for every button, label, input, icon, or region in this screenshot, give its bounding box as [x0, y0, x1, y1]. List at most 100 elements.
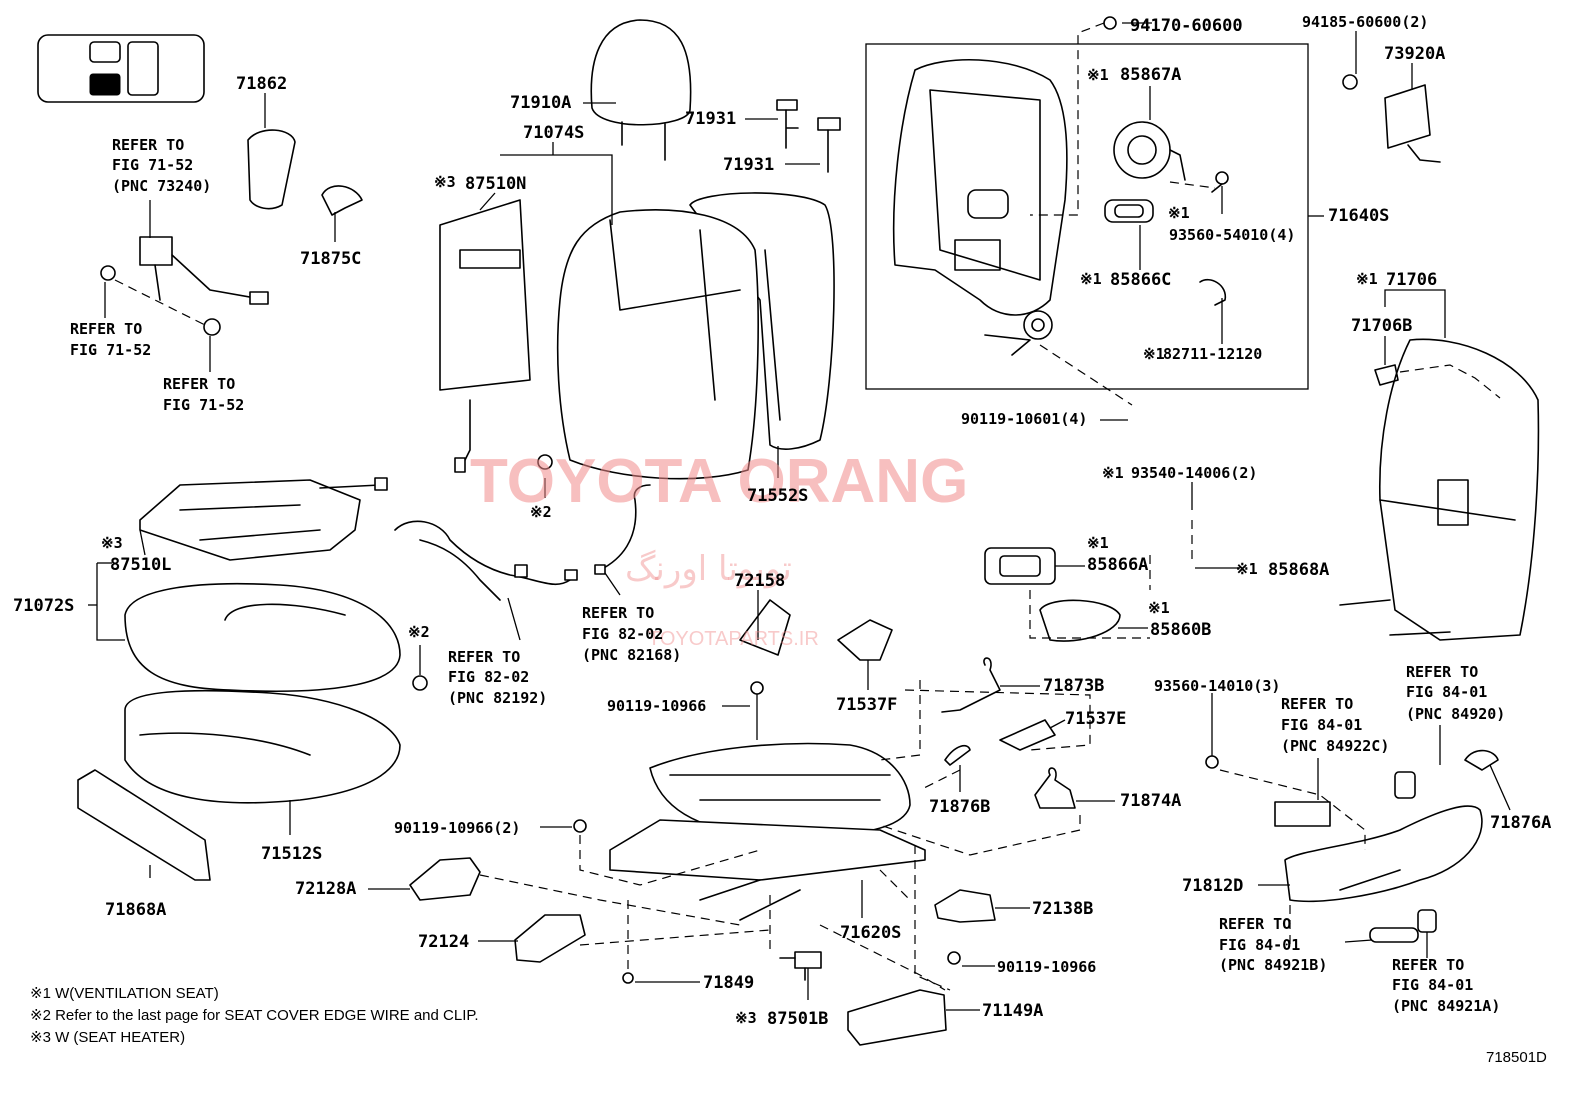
label-93560-14010: 93560-14010(3)	[1154, 677, 1280, 695]
side-shield-part	[1205, 749, 1499, 943]
label-71876A: 71876A	[1490, 813, 1551, 833]
ecu-part	[1103, 16, 1441, 163]
label-85866C: 85866C	[1110, 270, 1171, 290]
bracket-71537e	[999, 719, 1056, 751]
label-85860B: 85860B	[1150, 620, 1211, 640]
belt-guide-part	[247, 129, 296, 210]
label-93540-14006: 93540-14006(2)	[1131, 464, 1257, 482]
label-93560-54010: 93560-54010(4)	[1169, 226, 1295, 244]
ref-harness-a-line3: (PNC 82192)	[448, 689, 547, 707]
belt-buckle-part	[100, 236, 269, 336]
ref-harness-b-line1: REFER TO	[582, 604, 654, 622]
label-71072S: 71072S	[13, 596, 74, 616]
label-71849: 71849	[703, 973, 754, 993]
bracket-71537f	[837, 619, 893, 661]
mark-82711-12120: ※1	[1143, 345, 1165, 363]
clip-82711-part	[1199, 278, 1226, 306]
ref-anchor-line1: REFER TO	[70, 320, 142, 338]
cover-72158	[739, 599, 791, 656]
refer-notes: REFER TO FIG 71-52 (PNC 73240) REFER TO …	[70, 136, 1505, 1015]
cover-72138b	[934, 889, 996, 923]
frame-detail-box	[865, 43, 1309, 390]
seat-track-part	[573, 681, 961, 984]
label-90119-10966-b: 90119-10966(2)	[394, 819, 520, 837]
ref-harness-b-line2: FIG 82-02	[582, 625, 663, 643]
seatback-cover-part	[556, 192, 835, 480]
mark-87510L: ※3	[101, 534, 123, 552]
mark-85866A: ※1	[1087, 534, 1109, 552]
ref-switch-a-line1: REFER TO	[1406, 663, 1478, 681]
label-71931-b: 71931	[723, 155, 774, 175]
mark-93540-14006: ※1	[1102, 464, 1124, 482]
mark-71706: ※1	[1356, 270, 1378, 288]
headrest-support-part	[776, 99, 841, 173]
mark-85867A: ※1	[1087, 66, 1109, 84]
watermark-brand-fa: تویوتا اورنگ	[625, 549, 792, 589]
watermark-brand: TOYOTA ORANG	[470, 447, 968, 516]
label-85867A: 85867A	[1120, 65, 1181, 85]
label-71149A: 71149A	[982, 1001, 1043, 1021]
seatback-heater-part	[439, 199, 531, 473]
label-71512S: 71512S	[261, 844, 322, 864]
label-90119-10966-c: 90119-10966	[997, 958, 1096, 976]
ref-knob-a-line3: (PNC 84921A)	[1392, 997, 1500, 1015]
mark-85866C: ※1	[1080, 270, 1102, 288]
label-72158: 72158	[734, 571, 785, 591]
mark-85868A: ※1	[1236, 560, 1258, 578]
seatback-board-part	[1339, 338, 1540, 641]
watermark: TOYOTA ORANG تویوتا اورنگ TOYOTAPARTS.IR	[470, 447, 968, 650]
label-73920A: 73920A	[1384, 44, 1445, 64]
hook-71873b	[941, 657, 1001, 713]
vent-fan-part	[1113, 121, 1186, 181]
ref-switch-a-line2: FIG 84-01	[1406, 683, 1487, 701]
label-90119-10966-a: 90119-10966	[607, 697, 706, 715]
label-71640S: 71640S	[1328, 206, 1389, 226]
seat-harness-part	[394, 454, 651, 691]
label-71812D: 71812D	[1182, 876, 1243, 896]
cover-72128a	[409, 857, 481, 901]
label-94185-60600: 94185-60600(2)	[1302, 13, 1428, 31]
label-71868A: 71868A	[105, 900, 166, 920]
vent-duct-part	[1104, 199, 1154, 223]
label-85868A: 85868A	[1268, 560, 1329, 580]
ref-knob-b-line3: (PNC 84921B)	[1219, 956, 1327, 974]
label-72124: 72124	[418, 932, 469, 952]
mark-85860B: ※1	[1148, 599, 1170, 617]
clip-71876b	[944, 744, 971, 766]
vent-blower-part	[1039, 599, 1121, 642]
footnotes: ※1 W(VENTILATION SEAT) ※2 Refer to the l…	[30, 985, 479, 1046]
seat-locator-icon	[37, 34, 205, 103]
label-71862: 71862	[236, 74, 287, 94]
diagram-code: 718501D	[1486, 1049, 1547, 1066]
label-71875C: 71875C	[300, 249, 361, 269]
footnote-3: ※3 W (SEAT HEATER)	[30, 1029, 185, 1046]
cover-clip-71875c	[321, 185, 363, 216]
label-94170-60600: 94170-60600	[1130, 16, 1243, 36]
ref-belt-line1: REFER TO	[112, 136, 184, 154]
footnote-1: ※1 W(VENTILATION SEAT)	[30, 985, 219, 1002]
front-trim-part	[77, 769, 211, 881]
label-71910A: 71910A	[510, 93, 571, 113]
ref-belt-line3: (PNC 73240)	[112, 177, 211, 195]
label-71537E: 71537E	[1065, 709, 1126, 729]
ref-switch-a-line3: (PNC 84920)	[1406, 705, 1505, 723]
label-71074S: 71074S	[523, 123, 584, 143]
leader-lines	[88, 22, 1511, 1011]
label-87510L: 87510L	[110, 555, 171, 575]
ref-switch-c-line2: FIG 84-01	[1281, 716, 1362, 734]
mark-87501B: ※3	[735, 1009, 757, 1027]
connector-87501b	[779, 951, 822, 981]
label-71706: 71706	[1386, 270, 1437, 290]
ref-guide-line1: REFER TO	[163, 375, 235, 393]
cushion-heater-part	[139, 477, 388, 561]
ref-harness-a-line1: REFER TO	[448, 648, 520, 666]
watermark-site: TOYOTAPARTS.IR	[648, 628, 819, 650]
mark-harness-edge: ※2	[530, 503, 552, 521]
label-87510N: 87510N	[465, 174, 526, 194]
seatback-frame-part	[892, 58, 1068, 356]
ref-switch-c-line1: REFER TO	[1281, 695, 1353, 713]
label-87501B: 87501B	[767, 1009, 828, 1029]
ref-anchor-line2: FIG 71-52	[70, 341, 151, 359]
vent-switch-part	[984, 547, 1056, 585]
